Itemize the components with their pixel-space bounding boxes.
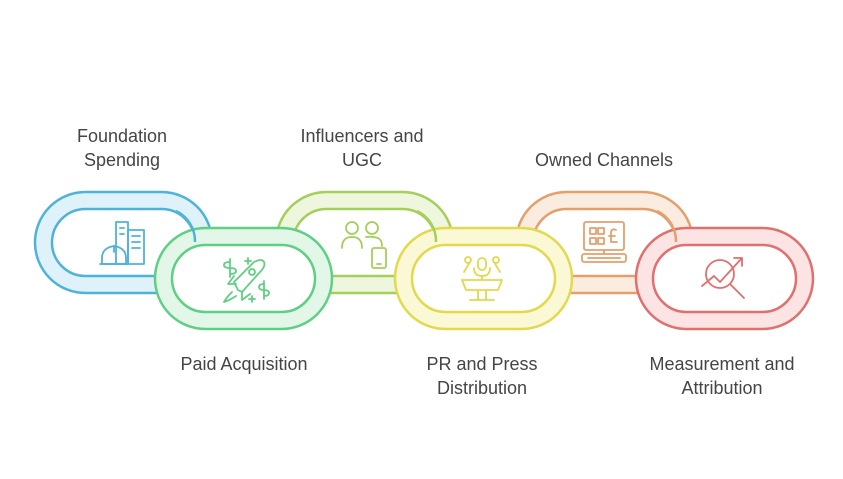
chain-interlock-overlaps (175, 209, 678, 243)
chain-link-pr (393, 226, 574, 331)
chain-link-paid (153, 226, 334, 331)
label-influencers-line-2: UGC (342, 150, 382, 170)
building-construction-icon (99, 221, 145, 265)
label-pr-line-2: Distribution (436, 378, 528, 398)
label-owned-line-1: Owned Channels (534, 150, 674, 170)
label-pr: PR and Press Distribution (382, 352, 582, 400)
pos-terminal-icon (581, 221, 627, 263)
people-phone-icon (341, 221, 387, 269)
label-owned: Owned Channels (504, 148, 704, 172)
label-paid-line-1: Paid Acquisition (180, 354, 308, 374)
label-pr-line-1: PR and Press (426, 354, 538, 374)
label-measure: Measurement and Attribution (622, 352, 822, 400)
label-measure-line-2: Attribution (681, 378, 763, 398)
label-influencers-line-1: Influencers and (300, 126, 424, 146)
label-foundation-line-1: Foundation (76, 126, 168, 146)
label-measure-line-1: Measurement and (649, 354, 795, 374)
press-podium-icon (461, 256, 503, 301)
label-paid: Paid Acquisition (144, 352, 344, 376)
chain-link-measure (634, 226, 815, 331)
label-foundation: Foundation Spending (22, 124, 222, 172)
rocket-money-icon (223, 257, 270, 303)
analytics-search-icon (701, 257, 745, 299)
label-influencers: Influencers and UGC (262, 124, 462, 172)
label-foundation-line-2: Spending (83, 150, 161, 170)
